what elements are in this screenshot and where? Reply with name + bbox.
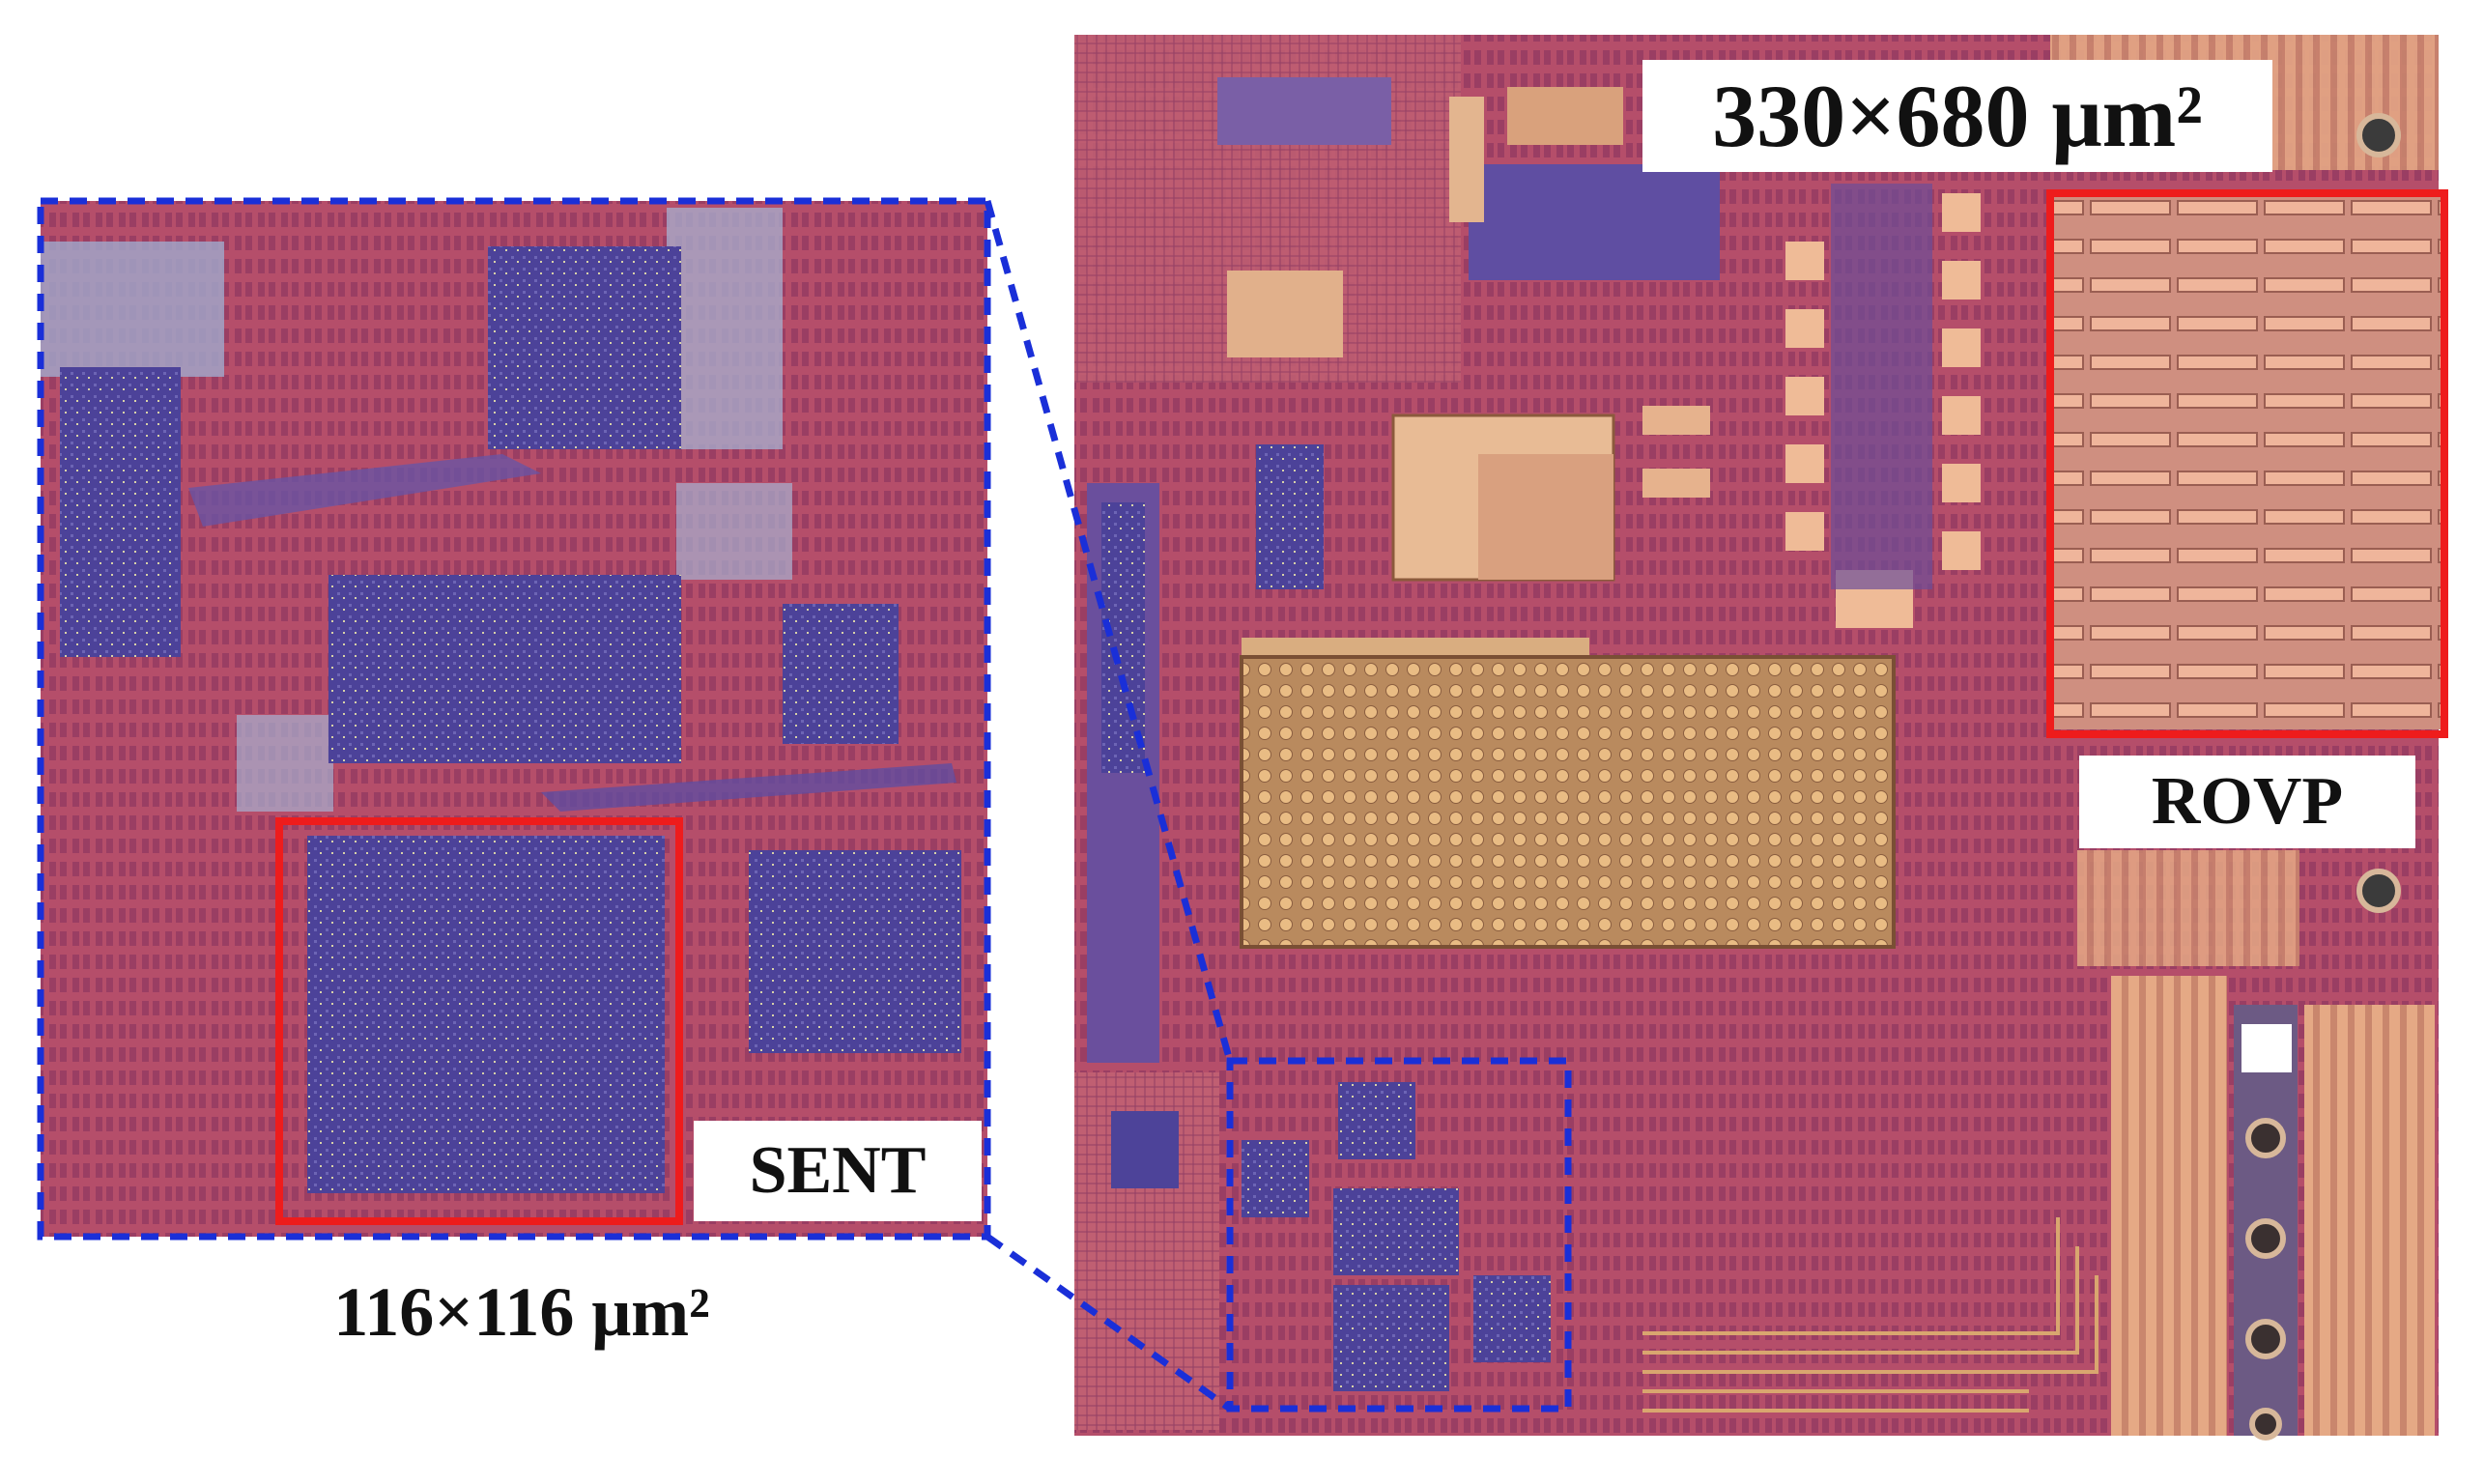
zoom-frame-small — [1226, 1057, 1572, 1413]
zoom-indicator — [37, 197, 1572, 1413]
zoom-connector-bottom — [985, 1234, 1233, 1412]
zoom-inset-image — [41, 201, 987, 1237]
rovp-label: ROVP — [2079, 756, 2415, 848]
zoom-area-label: 116×116 μm² — [333, 1273, 710, 1351]
sent-highlight-box — [275, 817, 683, 1225]
zoom-connector-top — [984, 200, 1234, 1062]
zoom-frame-large — [37, 197, 991, 1241]
rovp-highlight-box — [2046, 189, 2448, 738]
full-die-area-label: 330×680 μm² — [1642, 60, 2272, 172]
sent-label: SENT — [694, 1121, 982, 1221]
